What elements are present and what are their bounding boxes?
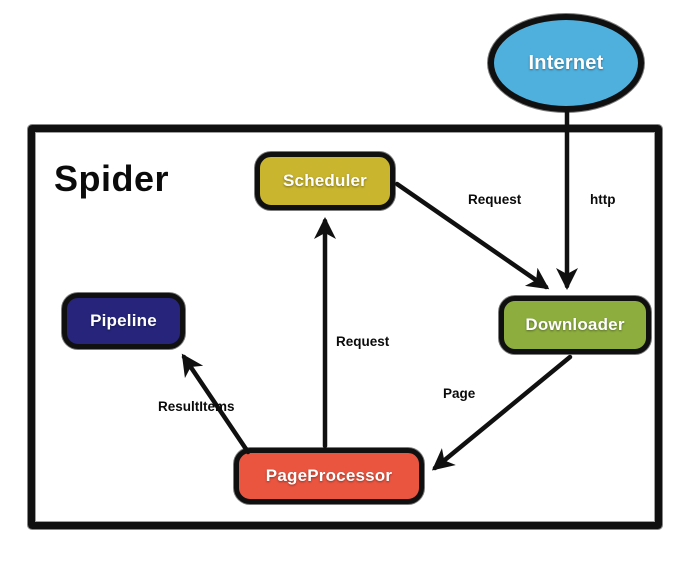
edge-label-page: Page [443, 386, 476, 401]
node-internet-label: Internet [528, 51, 604, 74]
spider-container-box [28, 125, 662, 529]
edge-label-resultitems: ResultItems [158, 399, 235, 414]
node-pageprocessor-label: PageProcessor [265, 466, 393, 485]
node-downloader: Downloader [499, 296, 651, 354]
edge-label-http: http [590, 192, 616, 207]
node-pageprocessor: PageProcessor [234, 448, 424, 504]
node-internet: Internet [488, 14, 644, 112]
node-pipeline: Pipeline [62, 293, 185, 349]
node-downloader-label: Downloader [525, 315, 625, 334]
node-scheduler-label: Scheduler [283, 171, 367, 190]
diagram-title: Spider [54, 158, 170, 199]
edge-label-request-to-scheduler: Request [336, 334, 390, 349]
edge-label-request-to-downloader: Request [468, 192, 522, 207]
node-scheduler: Scheduler [255, 152, 395, 210]
node-pipeline-label: Pipeline [90, 311, 157, 330]
